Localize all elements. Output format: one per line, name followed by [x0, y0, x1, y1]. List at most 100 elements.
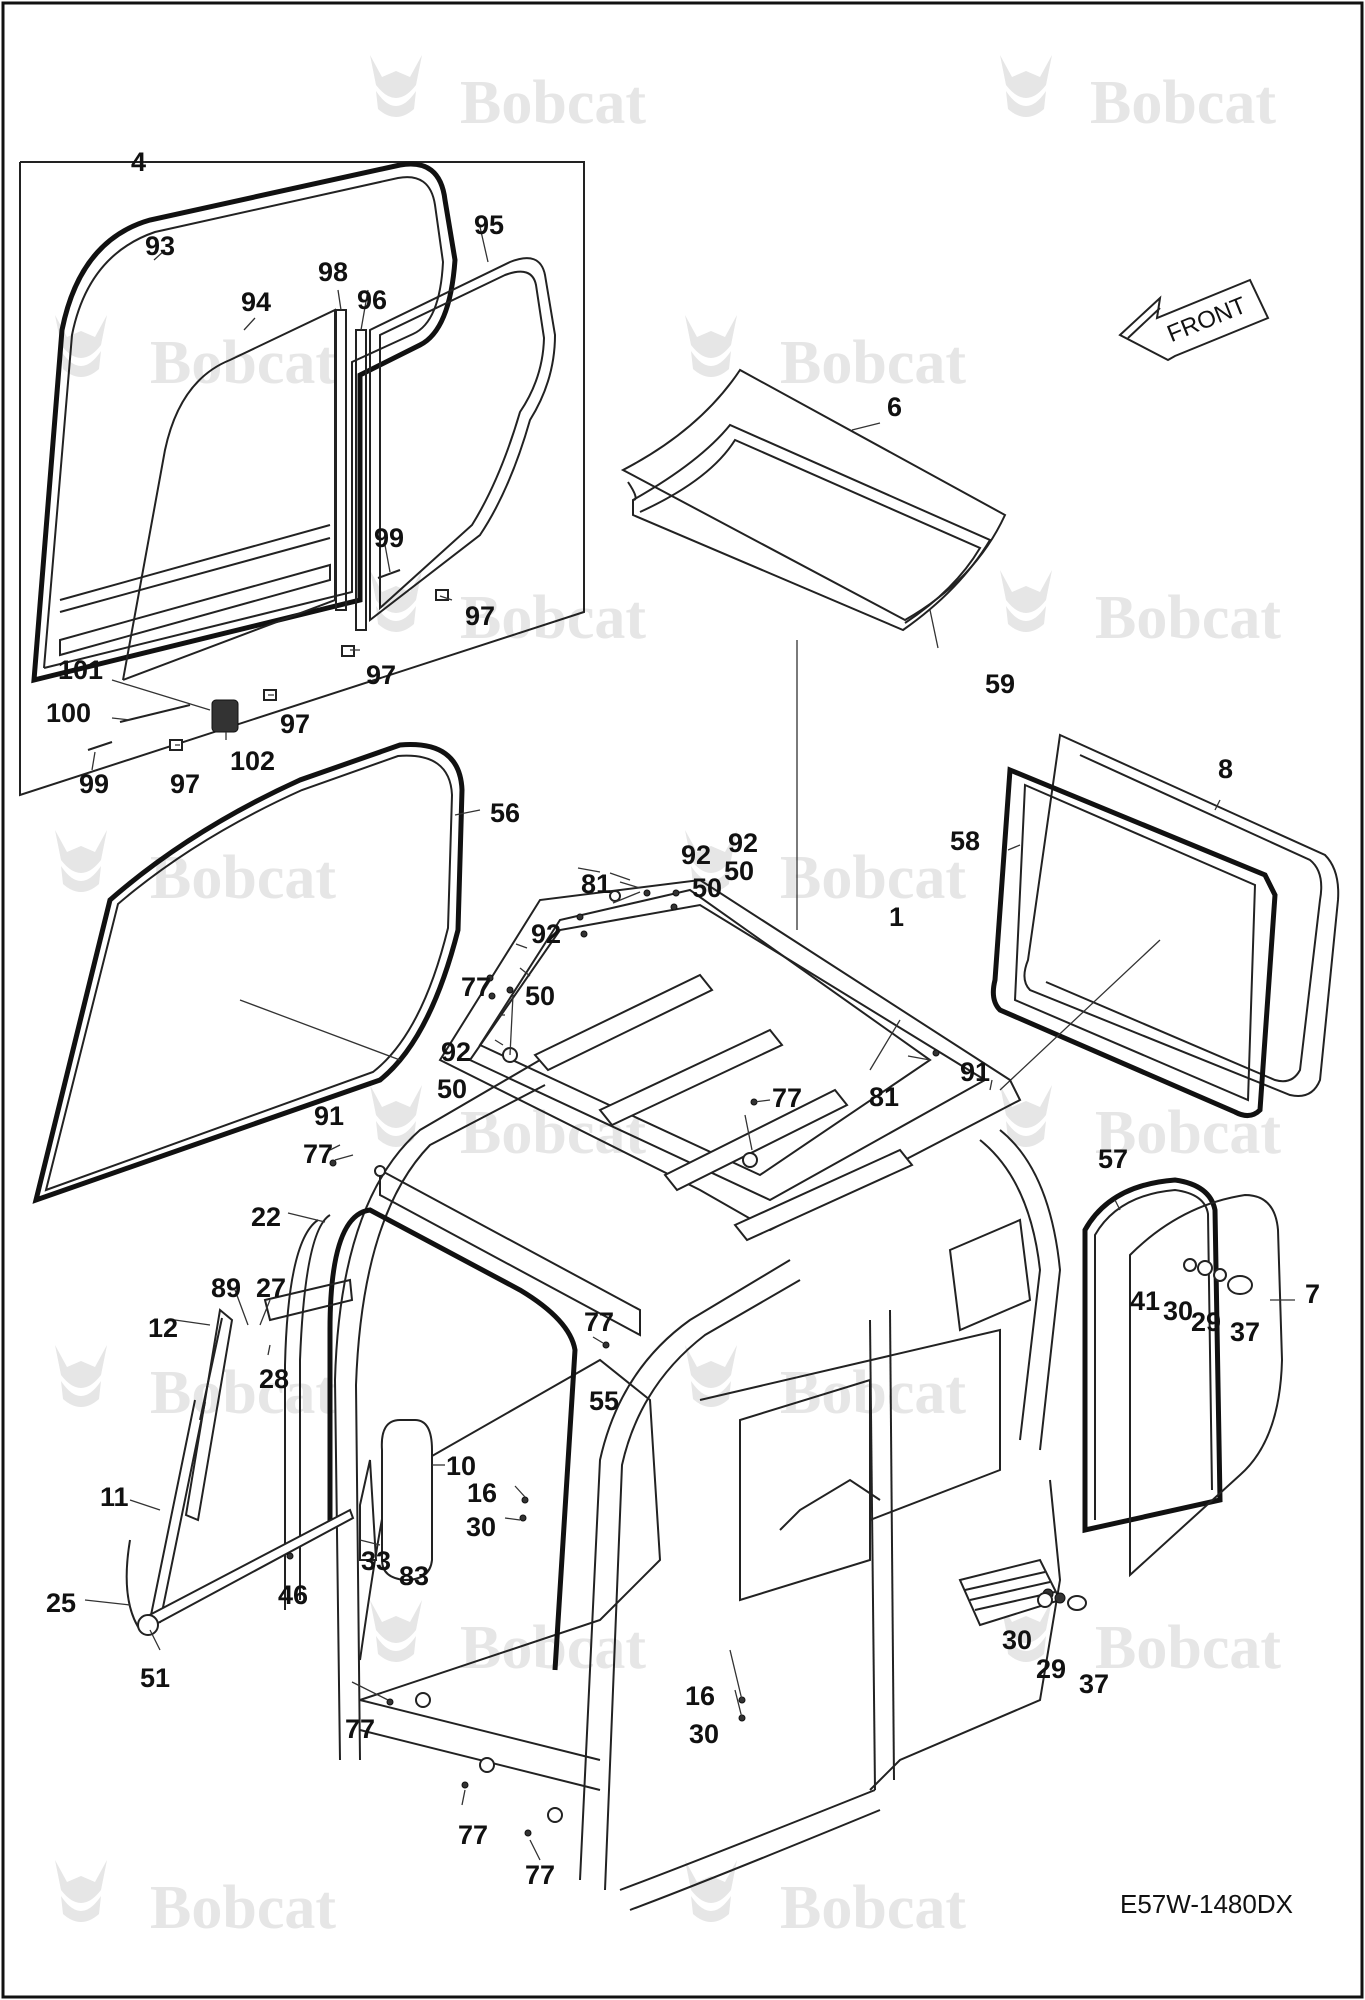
bobcat-logo-icon — [55, 1345, 107, 1407]
callout-93: 93 — [145, 231, 175, 261]
callout-56: 56 — [490, 798, 520, 828]
callout-27: 27 — [256, 1273, 286, 1303]
callout-51: 51 — [140, 1663, 170, 1693]
watermark-text: Bobcat — [150, 329, 336, 397]
bobcat-logo-icon — [55, 1860, 107, 1922]
watermark-8: Bobcat — [685, 830, 966, 912]
callout-30: 30 — [466, 1512, 496, 1542]
callout-77: 77 — [772, 1083, 802, 1113]
wiper-group — [84, 1278, 381, 1651]
callout-1: 1 — [889, 902, 904, 932]
callout-100: 100 — [46, 698, 91, 728]
callout-91: 91 — [314, 1101, 344, 1131]
wiper-blade — [184, 1308, 234, 1522]
callout-95: 95 — [474, 210, 504, 240]
watermark-text: Bobcat — [460, 584, 646, 652]
callout-81: 81 — [869, 1082, 899, 1112]
watermark-5: Bobcat — [370, 570, 646, 652]
callout-37: 37 — [1079, 1669, 1109, 1699]
watermark-7: Bobcat — [55, 830, 336, 912]
watermark-6: Bobcat — [1000, 570, 1281, 652]
callout-11: 11 — [100, 1482, 129, 1512]
callout-99: 99 — [374, 523, 404, 553]
watermark-2: Bobcat — [1000, 55, 1276, 137]
bobcat-logo-icon — [1000, 55, 1052, 117]
callout-33: 33 — [361, 1546, 391, 1576]
callout-77: 77 — [584, 1307, 614, 1337]
callout-77: 77 — [458, 1820, 488, 1850]
callout-101: 101 — [58, 655, 103, 685]
callout-97: 97 — [366, 660, 396, 690]
watermark-text: Bobcat — [780, 329, 966, 397]
callout-30: 30 — [689, 1719, 719, 1749]
callout-50: 50 — [692, 873, 722, 903]
watermark-text: Bobcat — [150, 844, 336, 912]
callout-12: 12 — [148, 1313, 178, 1343]
callout-96: 96 — [357, 285, 387, 315]
callout-46: 46 — [278, 1580, 308, 1610]
watermark-16: Bobcat — [685, 1860, 966, 1942]
callout-labels: 4 93 94 98 96 95 99 97 97 101 100 97 102… — [46, 147, 1320, 1890]
watermark-text: Bobcat — [460, 69, 646, 137]
callout-59: 59 — [985, 669, 1015, 699]
callout-94: 94 — [241, 287, 271, 317]
callout-99: 99 — [79, 769, 109, 799]
strip-98 — [335, 309, 347, 611]
callout-4: 4 — [131, 147, 146, 177]
callout-50: 50 — [724, 856, 754, 886]
callout-50: 50 — [437, 1074, 467, 1104]
bobcat-logo-icon — [370, 1600, 422, 1662]
callout-30: 30 — [1163, 1296, 1193, 1326]
watermark-text: Bobcat — [150, 1874, 336, 1942]
callout-6: 6 — [887, 392, 902, 422]
wiper-arm — [148, 1399, 206, 1624]
latch-102 — [211, 699, 239, 733]
callout-29: 29 — [1191, 1307, 1221, 1337]
callout-10: 10 — [446, 1451, 476, 1481]
fixed-glass — [369, 257, 557, 623]
callout-58: 58 — [950, 826, 980, 856]
rear-glass-group — [990, 733, 1340, 1118]
rear-seal — [990, 766, 1278, 1118]
callout-92: 92 — [441, 1037, 471, 1067]
door-frame — [31, 161, 458, 684]
watermark-text: Bobcat — [460, 1614, 646, 1682]
callout-97: 97 — [465, 601, 495, 631]
bobcat-logo-icon — [370, 55, 422, 117]
bobcat-logo-icon — [685, 1860, 737, 1922]
callout-55: 55 — [589, 1386, 619, 1416]
drawing-code: E57W-1480DX — [1120, 1889, 1293, 1919]
callout-22: 22 — [251, 1202, 281, 1232]
callout-57: 57 — [1098, 1144, 1128, 1174]
callout-97: 97 — [170, 769, 200, 799]
callout-89: 89 — [211, 1273, 241, 1303]
windshield-group — [32, 742, 481, 1204]
callout-77: 77 — [461, 972, 491, 1002]
callout-8: 8 — [1218, 754, 1233, 784]
side-window-group — [1082, 1177, 1295, 1578]
watermark-1: Bobcat — [370, 55, 646, 137]
side-glass — [1129, 1193, 1284, 1578]
watermark-text: Bobcat — [1095, 1099, 1281, 1167]
watermark-15: Bobcat — [55, 1860, 336, 1942]
door-seal — [327, 1207, 578, 1671]
roof-glass-group — [620, 368, 1007, 930]
windshield — [32, 742, 465, 1204]
callout-92: 92 — [681, 840, 711, 870]
callout-81: 81 — [581, 869, 611, 899]
bobcat-logo-icon — [370, 1085, 422, 1147]
callout-50: 50 — [525, 981, 555, 1011]
callout-102: 102 — [230, 746, 275, 776]
callout-41: 41 — [1130, 1286, 1160, 1316]
callout-16: 16 — [685, 1681, 715, 1711]
callout-29: 29 — [1036, 1654, 1066, 1684]
watermark-layer: Bobcat Bobcat Bobcat Bobcat Bobcat Bobca… — [55, 55, 1281, 1942]
door-seal-group — [284, 1207, 578, 1671]
callout-92: 92 — [531, 919, 561, 949]
callout-16: 16 — [467, 1478, 497, 1508]
callout-25: 25 — [46, 1588, 76, 1618]
watermark-4: Bobcat — [685, 315, 966, 397]
sliding-glass — [122, 308, 336, 681]
